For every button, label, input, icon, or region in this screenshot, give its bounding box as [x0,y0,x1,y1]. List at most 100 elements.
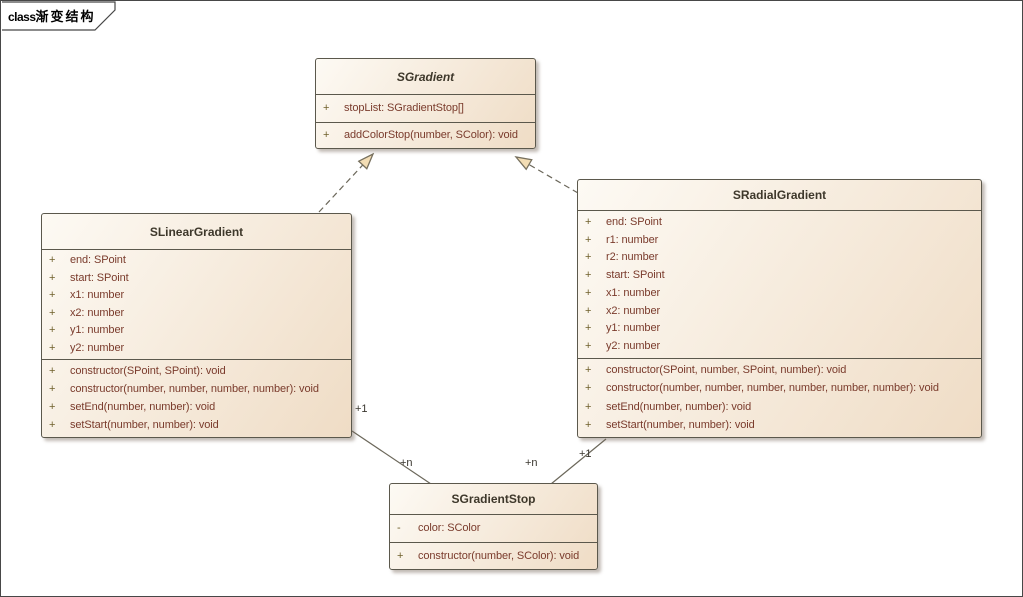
visibility-marker: + [585,269,592,282]
visibility-marker: - [397,522,401,534]
class-box-slineargradient[interactable]: SLinearGradient + end: SPoint + start: SPoi… [41,213,352,438]
class-box-sgradientstop[interactable]: SGradientStop - color: SColor +constructo… [389,483,598,570]
member-row[interactable]: + setStart(number, number): void [42,419,351,432]
member-text: r2: number [606,251,659,264]
methods-section: + constructor(SPoint, SPoint): void + const… [42,359,351,437]
member-row[interactable]: + r1: number [578,234,981,247]
visibility-marker: + [323,102,330,114]
attributes-section: + end: SPoint + r1: number + r2: number + start… [578,210,981,358]
member-row[interactable]: + y2: number [578,340,981,353]
multiplicity-label: +1 [355,403,368,415]
visibility-marker: + [49,419,56,431]
member-row[interactable]: + y2: number [42,342,351,355]
member-row[interactable]: +x2: number [42,307,351,320]
realization-arrow-slineargradient-to-sgradient[interactable] [318,154,373,213]
class-header: SLinearGradient [42,214,351,249]
class-title: SLinearGradient [149,224,244,239]
member-text: x1: number [70,289,125,302]
member-row[interactable]: + constructor(SPoint, number, SPoint, num… [578,364,981,377]
methods-section: + addColorStop(number, SColor): void [316,122,535,148]
member-text: start: SPoint [606,269,665,282]
member-row[interactable]: + setEnd(number, number): void [578,401,981,414]
member-row[interactable]: + end: SPoint [42,254,351,267]
visibility-marker: + [49,341,56,354]
frame-title: 渐变结构 [35,9,96,24]
member-row[interactable]: + x1: number [578,287,981,300]
visibility-marker: + [585,251,592,264]
association-line-sradialgradient-sgradientstop[interactable] [550,438,607,485]
class-box-sradialgradient[interactable]: SRadialGradient +end: SPoint+r1: number+… [577,179,982,438]
class-title: SGradient [396,69,455,84]
member-row[interactable]: + r2: number [578,251,981,264]
member-text: constructor(SPoint, SPoint): void [70,365,226,377]
member-row[interactable]: + addColorStop(number, SColor): void [316,129,535,142]
class-header: SGradientStop [390,484,597,514]
member-row[interactable]: +constructor(number, SColor): void [390,550,597,563]
visibility-marker: + [323,129,330,141]
member-text: y2: number [606,340,661,353]
visibility-marker: + [49,289,56,302]
member-row[interactable]: + x1: number [42,289,351,302]
member-row[interactable]: - color: SColor [390,522,597,535]
visibility-marker: + [585,233,592,246]
multiplicity-label: +n [525,457,538,469]
member-text: addColorStop(number, SColor): void [344,129,518,141]
visibility-marker: + [49,365,56,377]
multiplicity-label: +n [400,457,413,469]
member-text: setEnd(number, number): void [70,401,216,413]
class-title: SRadialGradient [732,188,827,202]
member-text: end: SPoint [606,215,662,228]
member-text: stopList: SGradientStop[] [344,102,464,114]
visibility-marker: + [49,401,56,413]
attributes-section: - color: SColor [390,514,597,542]
visibility-marker: + [49,271,56,284]
class-box-sgradient[interactable]: SGradient + stopList: SGradientStop[] + ad… [315,58,536,149]
visibility-marker: + [49,383,56,395]
member-text: x2: number [606,304,661,317]
member-row[interactable]: + constructor(SPoint, SPoint): void [42,365,351,378]
member-text: y2: number [70,341,125,354]
attributes-section: + stopList: SGradientStop[] [316,94,535,122]
member-text: constructor(SPoint, number, SPoint, numb… [606,364,847,377]
member-row[interactable]: + constructor(number, number, number, num… [42,383,351,396]
member-text: constructor(number, number, number, numb… [70,383,319,395]
class-header: SGradient [316,59,535,94]
visibility-marker: + [585,418,592,431]
member-row[interactable]: + end: SPoint [578,216,981,229]
member-row[interactable]: + y1: number [578,322,981,335]
class-title: SGradientStop [451,492,536,506]
methods-section: +constructor(number, SColor): void [390,542,597,569]
visibility-marker: + [585,400,592,413]
member-row[interactable]: + start: SPoint [578,269,981,282]
member-text: start: SPoint [70,271,129,284]
visibility-marker: + [585,215,592,228]
member-row[interactable]: + start: SPoint [42,272,351,285]
realization-arrow-sradialgradient-to-sgradient[interactable] [516,157,579,194]
visibility-marker: + [585,286,592,299]
member-row[interactable]: + setEnd(number, number): void [42,401,351,414]
visibility-marker: + [49,254,56,267]
member-text: x1: number [606,286,661,299]
visibility-marker: + [585,340,592,353]
member-row[interactable]: + stopList: SGradientStop[] [316,102,535,115]
member-text: r1: number [606,233,659,246]
visibility-marker: + [397,549,404,562]
member-text: y1: number [70,324,125,337]
member-text: setStart(number, number): void [70,419,219,431]
visibility-marker: + [585,304,592,317]
member-text: color: SColor [418,522,481,534]
member-text: y1: number [606,322,661,335]
frame-keyword: class [8,10,36,24]
member-text: setEnd(number, number): void [606,400,752,413]
member-row[interactable]: +setStart(number, number): void [578,419,981,432]
member-text: x2: number [70,306,125,319]
association-line-slineargradient-sgradientstop[interactable] [351,430,432,485]
visibility-marker: + [585,364,592,377]
member-row[interactable]: + y1: number [42,324,351,337]
member-row[interactable]: + x2: number [578,305,981,318]
visibility-marker: + [49,324,56,337]
member-text: end: SPoint [70,254,126,267]
visibility-marker: + [585,322,592,335]
member-row[interactable]: +constructor(number, number, number, num… [578,382,981,395]
